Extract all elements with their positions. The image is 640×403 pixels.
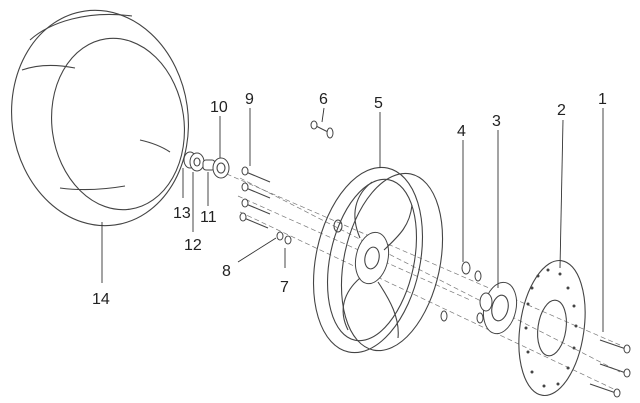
callout-5: 5	[374, 95, 383, 112]
tire	[11, 9, 189, 227]
valve	[310, 120, 334, 139]
callout-2: 2	[557, 102, 566, 119]
callout-12: 12	[184, 237, 202, 254]
disc-bolts	[589, 339, 631, 398]
callout-11: 11	[200, 209, 217, 226]
callout-10: 10	[210, 99, 228, 116]
callout-1: 1	[598, 91, 607, 108]
bearing-parts	[183, 151, 230, 179]
callout-13: 13	[173, 205, 191, 222]
callout-9: 9	[245, 91, 254, 108]
callout-14: 14	[92, 291, 110, 308]
callout-labels: 1 2 3 4 5 6 7 8 9 10 11 12 13 14	[92, 91, 607, 308]
callout-4: 4	[457, 123, 466, 140]
axle-bolts	[239, 166, 292, 245]
wheel-rim	[312, 166, 444, 354]
callout-8: 8	[222, 263, 231, 280]
leader-lines	[101, 107, 604, 332]
hub-assembly	[440, 261, 518, 335]
assembly-axis-lines	[189, 157, 621, 393]
callout-7: 7	[280, 279, 289, 296]
callout-3: 3	[492, 113, 501, 130]
brake-disc	[518, 259, 586, 397]
callout-6: 6	[319, 91, 328, 108]
